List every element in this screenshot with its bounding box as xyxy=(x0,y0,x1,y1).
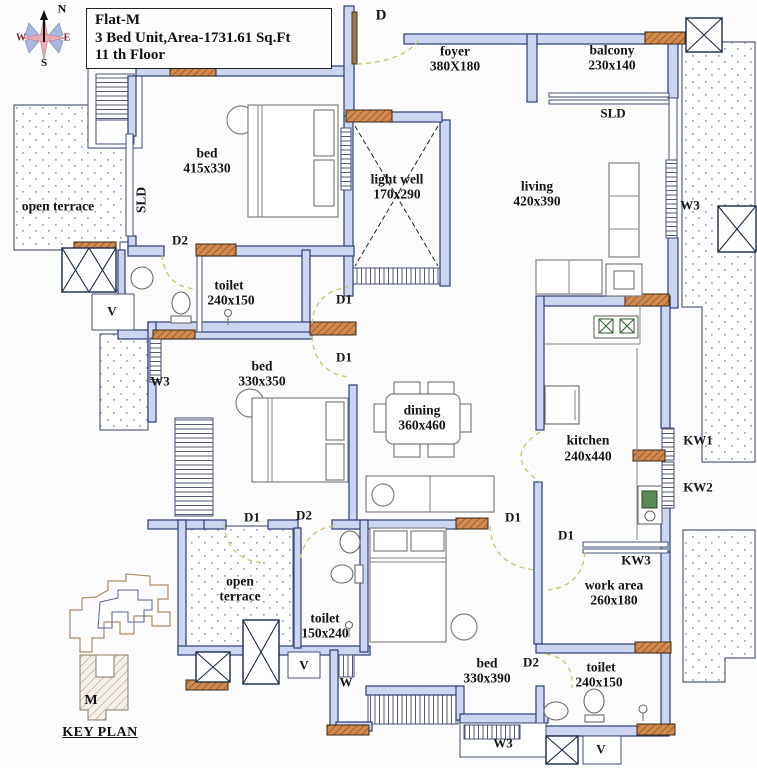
dim-bed3: 330x390 xyxy=(463,670,511,686)
furniture-layer xyxy=(130,104,663,723)
dim-toilet3: 240x150 xyxy=(575,674,623,690)
room-dining: dining xyxy=(403,402,441,418)
door-d2-toilet2: D2 xyxy=(296,507,312,523)
dim-dining: 360x460 xyxy=(398,417,446,433)
door-swing-arcs xyxy=(161,39,586,689)
win-w3-left: W3 xyxy=(150,373,170,389)
room-bed3: bed xyxy=(476,655,498,671)
room-work: work area xyxy=(584,577,644,593)
door-d2-toilet1: D2 xyxy=(172,232,188,248)
key-plan-drawing xyxy=(69,573,171,721)
compass-south-label: S xyxy=(40,57,48,69)
title-block: Flat-M 3 Bed Unit,Area-1731.61 Sq.Ft 11 … xyxy=(86,8,332,70)
compass-north-label: N xyxy=(57,1,67,16)
dim-toilet1: 240x150 xyxy=(207,292,255,308)
keyplan-unit-label: M xyxy=(84,693,98,708)
win-w: W xyxy=(339,674,353,690)
door-d1-passage-n: D1 xyxy=(336,291,352,307)
win-kw2: KW2 xyxy=(683,479,713,495)
door-d-main: D xyxy=(375,7,387,24)
keyplan-title: KEY PLAN xyxy=(62,725,138,740)
thin-partitions xyxy=(91,92,678,765)
dim-bed2: 330x350 xyxy=(238,373,286,389)
dim-balcony: 230x140 xyxy=(588,57,636,73)
room-terrace1: open terrace xyxy=(21,198,95,214)
dim-lightwell: 170x290 xyxy=(373,186,421,202)
compass-west-label: W xyxy=(16,32,26,44)
room-kitchen: kitchen xyxy=(566,432,610,448)
orange-wall-segments xyxy=(73,31,686,736)
structural-columns xyxy=(61,17,757,765)
win-kw1: KW1 xyxy=(683,432,713,448)
light-well-cross xyxy=(354,125,439,267)
win-w3-right: W3 xyxy=(680,197,700,213)
room-toilet2: toilet xyxy=(310,610,340,626)
main-door-leaf xyxy=(351,11,358,65)
door-d1-bed3: D1 xyxy=(505,509,521,525)
dim-kitchen: 240x440 xyxy=(564,448,612,464)
dim-work: 260x180 xyxy=(590,592,638,608)
room-foyer: foyer xyxy=(440,43,470,59)
floor-number: 11 th Floor xyxy=(95,47,165,64)
room-bed2: bed xyxy=(251,358,273,374)
room-toilet1: toilet xyxy=(214,277,244,293)
vent-v2: V xyxy=(299,657,309,673)
compass-rose-icon xyxy=(21,10,67,61)
door-d1-passage-s: D1 xyxy=(336,349,352,365)
door-d2-toilet3: D2 xyxy=(523,654,539,670)
door-d1-terrace2: D1 xyxy=(244,509,260,525)
room-bed1: bed xyxy=(196,145,218,161)
dim-foyer: 380X180 xyxy=(429,58,481,74)
dim-living: 420x390 xyxy=(513,193,561,209)
room-terrace2-line1: open xyxy=(226,573,254,589)
kitchen-counter-lines xyxy=(543,300,641,540)
unit-area: 3 Bed Unit,Area-1731.61 Sq.Ft xyxy=(95,29,291,46)
room-lightwell: light well xyxy=(370,171,424,187)
compass-east-label: E xyxy=(63,32,71,44)
flat-name: Flat-M xyxy=(95,12,140,28)
room-living: living xyxy=(520,178,554,194)
vent-v1: V xyxy=(107,303,117,319)
room-terrace2-line2: terrace xyxy=(219,588,261,604)
room-balcony: balcony xyxy=(589,42,635,58)
win-w3-bottom: W3 xyxy=(493,735,513,751)
win-kw3: KW3 xyxy=(621,552,651,568)
door-d1-work: D1 xyxy=(558,527,574,543)
door-sld-left: SLD xyxy=(133,186,149,214)
door-sld-balcony: SLD xyxy=(600,105,626,121)
vent-v3: V xyxy=(596,741,606,757)
dim-bed1: 415x330 xyxy=(183,160,231,176)
room-toilet3: toilet xyxy=(586,659,616,675)
dim-toilet2: 150x240 xyxy=(301,625,349,641)
